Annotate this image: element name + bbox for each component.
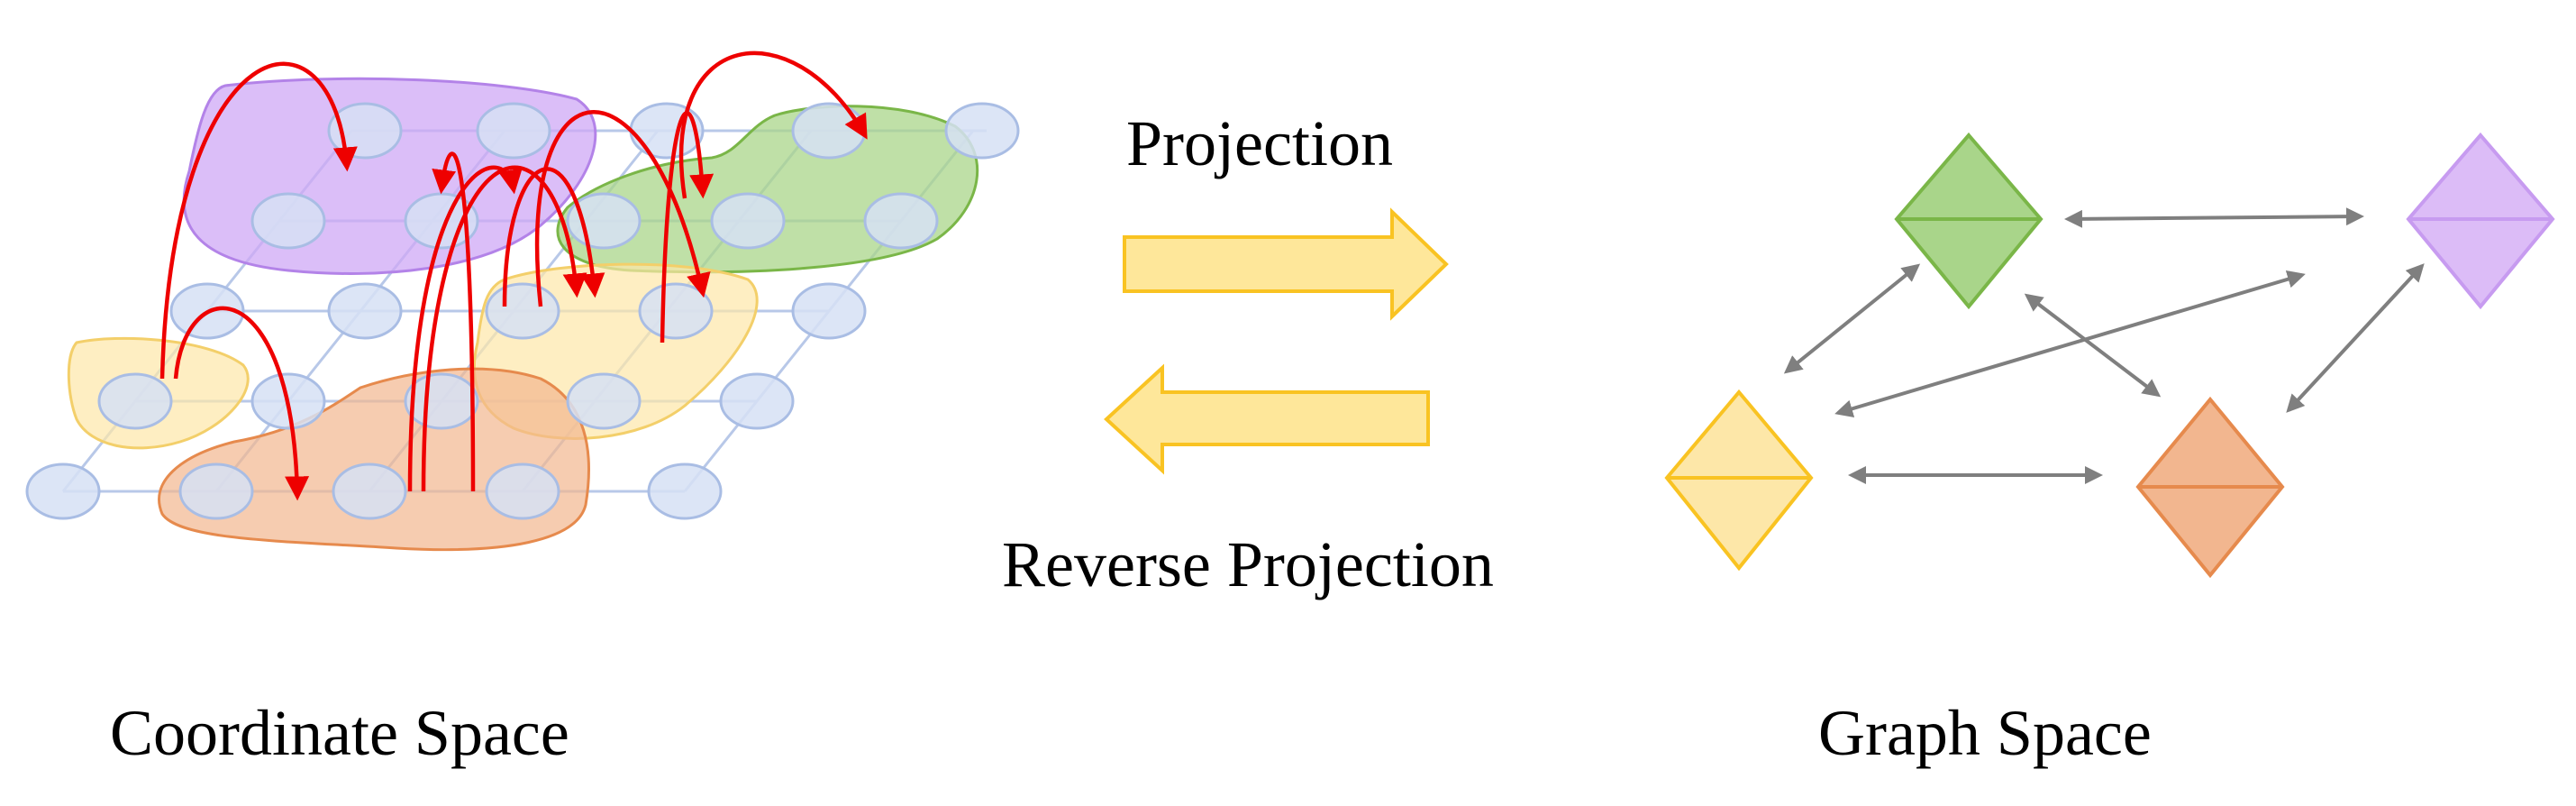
reverse-projection-label: Reverse Projection	[1002, 528, 1494, 600]
projection-label: Projection	[1126, 107, 1393, 179]
graph-edges	[1783, 207, 2425, 484]
graph-space-label: Graph Space	[1818, 697, 2152, 769]
orange-node	[2135, 396, 2285, 579]
mapping-arrows	[159, 50, 868, 501]
coordinate-space-label: Coordinate Space	[110, 697, 569, 769]
green-node	[1894, 132, 2044, 310]
reverse-projection-arrow	[1104, 363, 1430, 475]
orange-region	[158, 367, 590, 552]
coordinate-grid-nodes	[25, 102, 1020, 520]
projection-arrow	[1123, 207, 1449, 321]
yellow-node	[1664, 389, 1814, 572]
purple-node	[2406, 132, 2555, 310]
